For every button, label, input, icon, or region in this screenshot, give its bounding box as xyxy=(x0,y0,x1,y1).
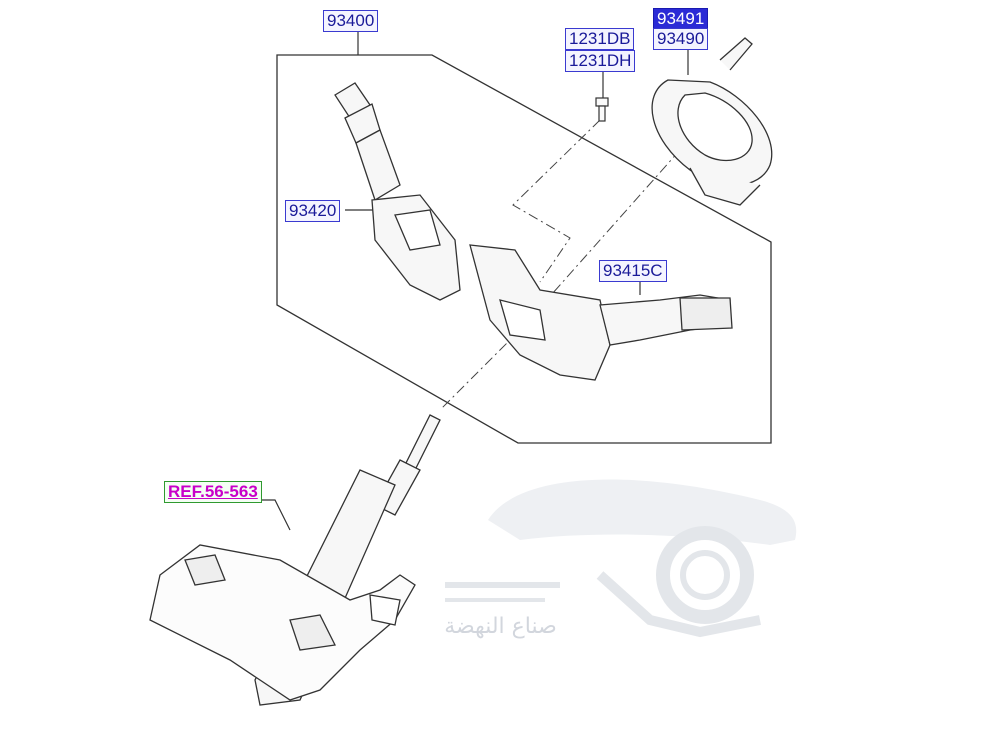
part-label-93491[interactable]: 93491 xyxy=(653,8,709,30)
column-bracket-part xyxy=(149,544,416,701)
part-label-1231DB[interactable]: 1231DB xyxy=(565,28,635,50)
assembly-outline xyxy=(276,54,772,444)
part-label-93400[interactable]: 93400 xyxy=(323,10,379,32)
part-label-93415C[interactable]: 93415C xyxy=(599,260,667,282)
light-switch-part xyxy=(469,244,733,381)
part-label-93490[interactable]: 93490 xyxy=(653,28,709,50)
bolt-part xyxy=(595,97,609,122)
wiper-stalk-part xyxy=(334,82,461,301)
watermark-logo xyxy=(445,479,797,638)
reference-label[interactable]: REF.56-563 xyxy=(164,481,262,503)
part-label-1231DH[interactable]: 1231DH xyxy=(565,50,636,72)
part-label-93420[interactable]: 93420 xyxy=(285,200,341,222)
watermark-text: صناع النهضة xyxy=(444,614,557,639)
clock-spring-part xyxy=(651,37,773,206)
